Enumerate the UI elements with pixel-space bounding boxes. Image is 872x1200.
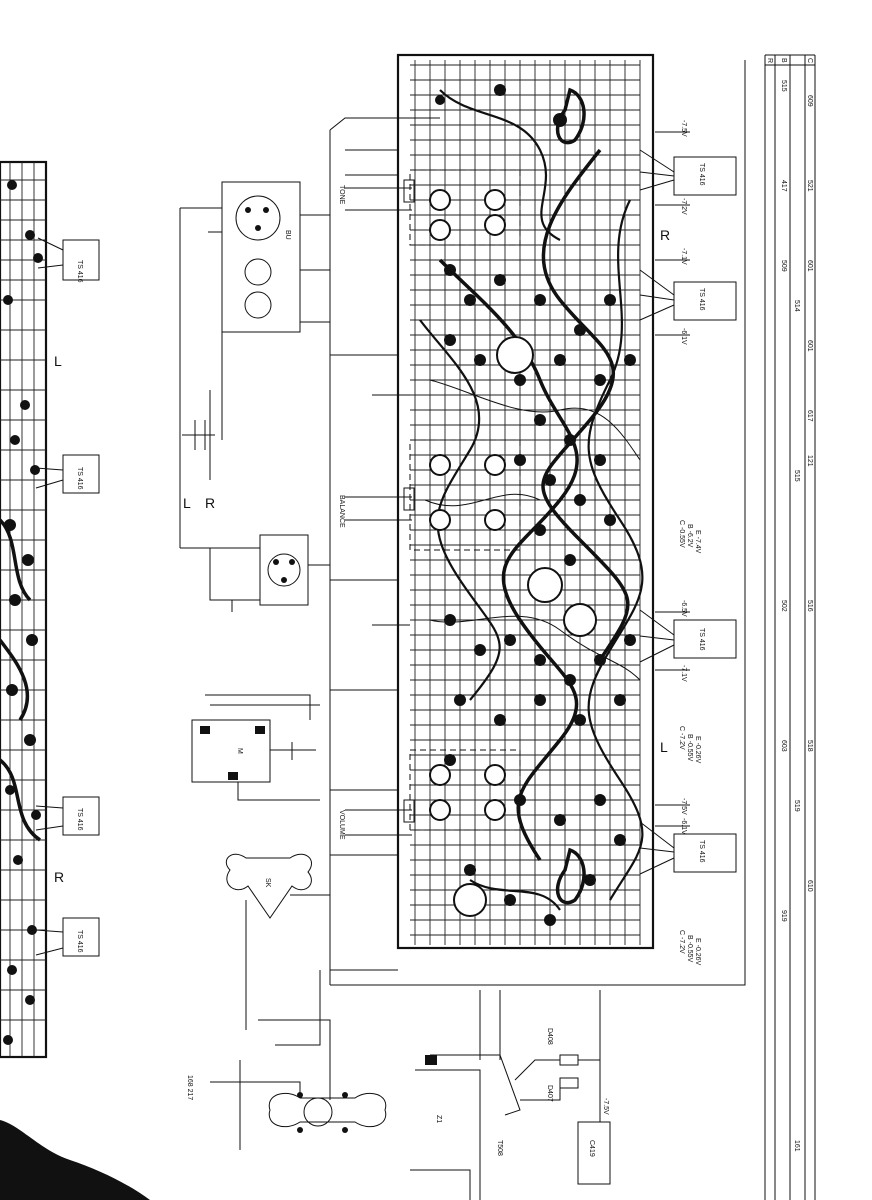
table-c-cell-2: 521 [806,180,813,192]
diode-a-label: D408 [546,1028,553,1045]
table-r-cell-2: 417 [780,180,787,192]
voltage-c-label-2: C -7.2V [678,726,685,750]
switch-label: M [236,748,243,754]
ts-label-6: TS 416 [698,288,705,311]
channel-left-label-c: L [183,495,191,511]
socket-bu: BU [179,181,330,548]
channel-left-label-a: L [54,353,62,369]
supply-voltage: -7.5V [602,1098,609,1115]
table-r-cell-3: 509 [780,260,787,272]
table-c-cell-9: 610 [806,880,813,892]
ts-label-2: TS 416 [76,467,83,490]
ts-label-4: TS 416 [76,930,83,953]
table-r-cell-9: 514 [793,300,800,312]
control-labels: TONE BALANCE VOLUME [338,179,415,840]
tone-label: TONE [338,185,345,205]
voltage-e-label-3: E -0.26V [694,938,701,966]
table-r-cell-7: 519 [793,800,800,812]
voltage-c-label-3: C -7.2V [678,930,685,954]
table-r-cell-8: 515 [793,470,800,482]
scan-shadow [0,1120,150,1200]
component-table: R B C 515 417 609 521 601 509 601 617 12… [764,54,816,1200]
capacitor-label: C419 [588,1140,595,1157]
socket-label: BU [284,230,291,240]
table-c-cell-1: 609 [806,95,813,107]
ts-label-1: TS 416 [76,260,83,283]
voltage-b-label: B -6.2V [686,524,693,548]
balance-label: BALANCE [338,495,345,528]
table-c-cell-4: 601 [806,340,813,352]
voltage-label-8: -6.1V [680,818,687,835]
voltage-b-label-2: B -0.55V [686,734,693,762]
sk-label: SK [264,878,271,888]
voltage-label-6: -7.1V [680,665,687,682]
wiring-bus [329,60,746,986]
table-c-cell-8: 518 [806,740,813,752]
zener-label: Z1 [435,1115,442,1123]
channel-left-label-b: L [660,739,668,755]
ts-label-3: TS 416 [76,808,83,831]
voltage-b-label-3: B -0.55V [686,935,693,963]
table-header-b: B [780,58,787,63]
voltage-label-4: -6.1V [680,328,687,345]
voltage-c-label: C -0.55V [678,520,685,548]
voltage-label-1: -7.5V [680,120,687,137]
power-section: 168 217 Z1 T508 D408 D407 C419 -7.5V [186,970,611,1200]
input-selector [180,534,330,612]
channel-right-label-a: R [54,869,64,885]
voltage-e-label-2: E -0.26V [694,736,701,764]
table-header-r: R [766,58,773,63]
right-transistor-boxes: TS 416 TS 416 TS 416 TS 416 R L -7.5V -7… [639,120,737,966]
channel-right-label-b: R [660,227,670,243]
voltage-label-2: -7.2V [680,198,687,215]
channel-right-label-c: R [205,495,215,511]
table-r-cell-5: 603 [780,740,787,752]
voltage-label-7: -7.5V [680,798,687,815]
table-c-cell-3: 601 [806,260,813,272]
page-mark: 161 [793,1140,800,1152]
ts-label-5: TS 416 [698,163,705,186]
table-header-c: C [806,58,813,63]
ts-label-8: TS 416 [698,840,705,863]
ts-label-7: TS 416 [698,628,705,651]
left-pcb-board [0,160,48,1059]
voltage-label-5: -6.5V [680,600,687,617]
drawing-number: 168 217 [186,1075,193,1100]
main-pcb-board [396,53,655,950]
left-transistor-boxes: TS 416 TS 416 TS 416 TS 416 L R [35,237,100,957]
voltage-e-label: E -7.4V [694,530,701,554]
diode-b-label: D407 [546,1085,553,1102]
volume-label: VOLUME [338,810,345,840]
voltage-label-3: -7.1V [680,248,687,265]
transformer-label: T508 [496,1140,503,1156]
table-c-cell-5: 617 [806,410,813,422]
table-r-cell-4: 502 [780,600,787,612]
sk-connector: SK [225,853,330,1030]
table-r-cell-1: 515 [780,80,787,92]
switch-m: M [191,694,320,801]
table-c-cell-6: 121 [806,455,813,467]
table-r-cell-6: 919 [780,910,787,922]
table-c-cell-7: 516 [806,600,813,612]
